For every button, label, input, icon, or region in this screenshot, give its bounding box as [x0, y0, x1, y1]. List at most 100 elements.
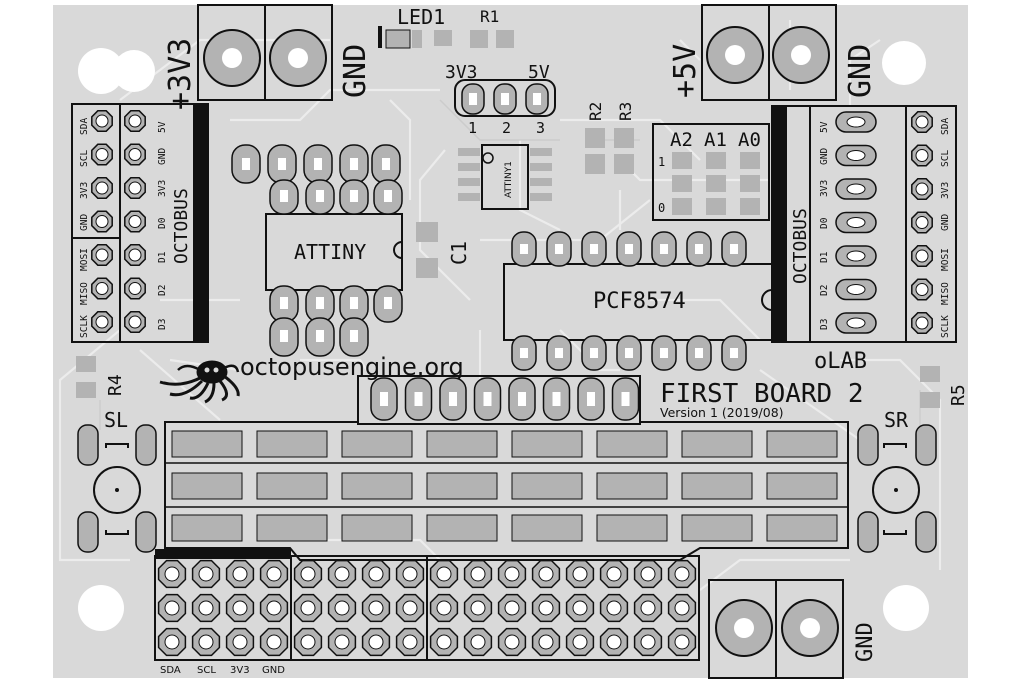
proto-pad	[426, 472, 498, 500]
power-label-gnd-bottom: GND	[853, 622, 878, 662]
octobus-left-outer-miso: MISO	[79, 282, 90, 305]
pad-hole	[674, 634, 690, 650]
through-hole-pad	[124, 277, 146, 300]
pad-hole	[128, 215, 142, 228]
mounting-holes	[78, 41, 929, 631]
pad-hole	[606, 566, 622, 582]
address-label-a2: A2	[670, 129, 693, 151]
through-hole-pad	[395, 559, 425, 589]
through-hole-pad	[124, 311, 146, 333]
pad-hole	[470, 634, 486, 650]
through-hole-pad	[565, 559, 595, 589]
pad-hole	[538, 634, 554, 650]
through-hole-pad	[361, 559, 391, 589]
pad-hole	[846, 284, 866, 295]
octobus-right-inner-gnd: GND	[819, 148, 830, 165]
octobus-right-inner-d3: D3	[819, 319, 830, 330]
pad-hole	[504, 600, 520, 616]
pad-hole	[587, 392, 595, 406]
through-hole-pad	[259, 593, 289, 623]
through-hole-pad	[911, 278, 933, 301]
pad-hole	[232, 600, 248, 616]
through-hole-pad	[667, 559, 697, 589]
proto-pad	[596, 514, 668, 542]
octobus-left-inner-d1: D1	[157, 251, 168, 263]
address-row-1: 1	[658, 155, 665, 169]
pad-hole	[198, 566, 214, 582]
r5-component	[920, 366, 940, 408]
octobus-right-inner-d0: D0	[819, 217, 830, 229]
octobus-left-title: OCTOBUS	[171, 188, 192, 264]
proto-pad	[426, 430, 498, 458]
pad-hole	[266, 600, 282, 616]
pad-hole	[674, 600, 690, 616]
octopus-icon	[159, 360, 240, 404]
pad-hole	[232, 634, 248, 650]
octobus-right-outer-miso: MISO	[940, 282, 951, 305]
pad-hole	[538, 600, 554, 616]
proto-pad	[766, 430, 838, 458]
bottom-label-scl: SCL	[197, 665, 216, 676]
pcf8574-label: PCF8574	[593, 289, 686, 314]
proto-pad	[681, 472, 753, 500]
i2c-pin-header	[357, 375, 641, 425]
pad-hole	[402, 634, 418, 650]
pad-hole	[95, 114, 109, 128]
through-hole-pad	[633, 627, 663, 657]
pad-hole	[538, 566, 554, 582]
pad-hole	[95, 248, 109, 262]
proto-pad	[341, 472, 413, 500]
address-row-0: 0	[658, 201, 665, 215]
pad-hole	[266, 634, 282, 650]
pad-hole	[368, 600, 384, 616]
through-hole-pad	[911, 178, 933, 200]
through-hole-pad	[911, 312, 933, 334]
through-hole-pad	[327, 559, 357, 589]
through-hole-pad	[293, 593, 323, 623]
pad-hole	[334, 634, 350, 650]
proto-pad	[681, 430, 753, 458]
board-title: FIRST BOARD 2	[660, 379, 864, 409]
octobus-right-outer-scl: SCL	[940, 150, 951, 167]
mounting-hole-bottom-left	[78, 585, 124, 631]
pad-hole	[164, 600, 180, 616]
proto-pad	[256, 472, 328, 500]
pad-hole	[95, 148, 109, 161]
pad-hole	[640, 566, 656, 582]
through-hole-pad	[565, 627, 595, 657]
pad-hole	[368, 566, 384, 582]
board-version: Version 1 (2019/08)	[660, 405, 784, 420]
r2-r3-components	[585, 128, 634, 174]
pad-hole	[606, 600, 622, 616]
through-hole-pad	[191, 593, 221, 623]
through-hole-pad	[157, 559, 187, 589]
bottom-pin-headers	[154, 549, 700, 661]
pad-hole	[846, 217, 866, 228]
through-hole-pad	[225, 593, 255, 623]
through-hole-pad	[667, 593, 697, 623]
through-hole-pad	[293, 559, 323, 589]
pad-hole	[164, 634, 180, 650]
r4-label: R4	[105, 374, 126, 396]
octobus-right-inner-d1: D1	[819, 251, 830, 263]
switch-sr-label: SR	[884, 408, 909, 432]
through-hole-pad	[463, 593, 493, 623]
through-hole-pad	[497, 593, 527, 623]
pad-hole	[846, 116, 866, 128]
jumper-label-5v: 5V	[528, 62, 550, 83]
through-hole-pad	[497, 627, 527, 657]
pad-hole	[572, 566, 588, 582]
through-hole-pad	[911, 144, 933, 167]
pad-hole	[300, 566, 316, 582]
octobus-left-outer-gnd: GND	[79, 214, 90, 231]
through-hole-pad	[225, 627, 255, 657]
proto-pad	[171, 514, 243, 542]
through-hole-pad	[259, 559, 289, 589]
octobus-left-outer-mosi: MOSI	[79, 248, 90, 271]
through-hole-pad	[395, 593, 425, 623]
r1-label: R1	[480, 7, 499, 26]
octobus-left-inner-5v: 5V	[157, 121, 168, 133]
through-hole-pad	[191, 627, 221, 657]
terminal-block-bottom	[708, 579, 844, 679]
pad-hole	[300, 634, 316, 650]
